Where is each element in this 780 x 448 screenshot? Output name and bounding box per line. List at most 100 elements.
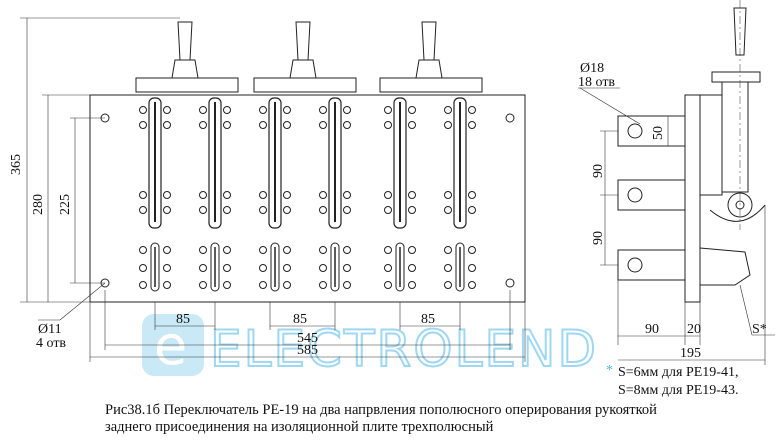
bar-hole-dia: Ø18 bbox=[580, 61, 604, 76]
terminal-bolt bbox=[223, 246, 231, 254]
bar-hole-count: 18 отв bbox=[578, 75, 615, 90]
terminal-bolt bbox=[199, 281, 207, 289]
terminal-bolt bbox=[139, 206, 147, 214]
terminal-bolt bbox=[163, 106, 171, 114]
side-dimensions bbox=[578, 87, 775, 365]
dim-hole-spacing-h: 545 bbox=[297, 331, 318, 346]
watermark-text: ELECTROLEND bbox=[210, 320, 598, 378]
terminal-bolt bbox=[259, 106, 267, 114]
terminal-bolt bbox=[139, 106, 147, 114]
dim-hole-spacing-v: 225 bbox=[58, 194, 73, 215]
terminal-bolt bbox=[139, 246, 147, 254]
terminal-bolt bbox=[283, 206, 291, 214]
terminal-bolt bbox=[343, 191, 351, 199]
terminal-bolt bbox=[259, 246, 267, 254]
terminal-bolt bbox=[444, 206, 452, 214]
watermark-logo: e ELECTROLEND bbox=[140, 312, 650, 387]
terminal-bolt bbox=[283, 264, 291, 272]
terminal-bolt bbox=[283, 106, 291, 114]
terminal-bolt bbox=[319, 106, 327, 114]
terminal-bolt bbox=[199, 264, 207, 272]
terminal-bolt bbox=[384, 281, 392, 289]
terminal-bolt bbox=[408, 191, 416, 199]
terminal-bolt bbox=[408, 264, 416, 272]
caption-line-1: Рис38.1б Переключатель РЕ-19 на два напр… bbox=[105, 402, 657, 418]
side-view: Ø18 18 отв 50 90 90 90 20 195 S* bbox=[578, 0, 775, 365]
contact-columns bbox=[139, 97, 476, 292]
terminal-bolt bbox=[319, 281, 327, 289]
terminal-bolt bbox=[223, 281, 231, 289]
dim-plate-thickness: 20 bbox=[687, 322, 701, 337]
hole-label-dia: Ø11 bbox=[38, 322, 62, 337]
terminal-bolt bbox=[223, 106, 231, 114]
terminal-bolt bbox=[343, 106, 351, 114]
terminal-bolt bbox=[319, 206, 327, 214]
dim-plate-height: 280 bbox=[31, 194, 46, 215]
terminal-bolt bbox=[199, 246, 207, 254]
terminal-bolt bbox=[163, 246, 171, 254]
terminal-bolt bbox=[223, 121, 231, 129]
terminal-bolt bbox=[444, 121, 452, 129]
mounting-holes bbox=[100, 113, 515, 288]
terminal-bolt bbox=[199, 191, 207, 199]
dim-bar-pitch-1: 90 bbox=[591, 164, 606, 178]
terminal-bolt bbox=[283, 281, 291, 289]
terminal-bolt bbox=[408, 121, 416, 129]
terminal-bolt bbox=[444, 246, 452, 254]
side-handle-mechanism bbox=[699, 0, 766, 230]
terminal-bolt bbox=[223, 264, 231, 272]
terminal-bolt bbox=[408, 281, 416, 289]
note-line-2: S=8мм для РЕ19-43. bbox=[618, 383, 739, 398]
busbars bbox=[617, 115, 751, 286]
handles bbox=[135, 21, 483, 93]
terminal-bolt bbox=[343, 121, 351, 129]
terminal-bolt bbox=[199, 206, 207, 214]
terminal-bolt bbox=[408, 206, 416, 214]
dim-plate-width: 585 bbox=[297, 343, 318, 358]
terminal-bolt bbox=[283, 121, 291, 129]
terminal-bolt bbox=[343, 246, 351, 254]
terminal-bolt bbox=[163, 281, 171, 289]
terminal-bolt bbox=[139, 281, 147, 289]
dim-bar-pitch-2: 90 bbox=[591, 231, 606, 245]
terminal-bolt bbox=[343, 264, 351, 272]
terminal-bolt bbox=[468, 106, 476, 114]
terminal-bolt bbox=[319, 191, 327, 199]
caption-line-2: заднего присоединения на изоляционной пл… bbox=[105, 419, 494, 435]
terminal-bolt bbox=[259, 121, 267, 129]
terminal-bolt bbox=[408, 106, 416, 114]
terminal-bolt bbox=[444, 191, 452, 199]
thickness-note: * S=6мм для РЕ19-41, S=8мм для РЕ19-43. bbox=[606, 363, 739, 400]
terminal-bolt bbox=[384, 246, 392, 254]
dim-pole-spacing-2: 85 bbox=[293, 312, 307, 327]
dim-bar-length: 90 bbox=[645, 322, 659, 337]
terminal-bolt bbox=[384, 206, 392, 214]
terminal-bolt bbox=[199, 106, 207, 114]
terminal-bolt bbox=[283, 191, 291, 199]
terminal-bolt bbox=[384, 191, 392, 199]
terminal-bolt bbox=[468, 264, 476, 272]
terminal-bolt bbox=[259, 191, 267, 199]
terminal-bolt bbox=[199, 121, 207, 129]
terminal-bolt bbox=[223, 191, 231, 199]
terminal-bolt bbox=[319, 121, 327, 129]
terminal-bolt bbox=[319, 264, 327, 272]
note-line-1: S=6мм для РЕ19-41, bbox=[618, 365, 739, 380]
dim-pole-spacing-1: 85 bbox=[176, 312, 190, 327]
terminal-bolt bbox=[343, 206, 351, 214]
dim-total-height: 365 bbox=[9, 154, 24, 175]
terminal-bolt bbox=[319, 246, 327, 254]
terminal-bolt bbox=[468, 121, 476, 129]
terminal-bolt bbox=[444, 264, 452, 272]
terminal-bolt bbox=[163, 121, 171, 129]
terminal-bolt bbox=[384, 264, 392, 272]
terminal-bolt bbox=[139, 121, 147, 129]
terminal-bolt bbox=[139, 264, 147, 272]
hole-label-count: 4 отв bbox=[36, 336, 66, 351]
terminal-bolt bbox=[283, 246, 291, 254]
dim-bar-width: 50 bbox=[651, 126, 666, 140]
terminal-bolt bbox=[468, 191, 476, 199]
svg-text:e: e bbox=[154, 314, 187, 377]
terminal-bolt bbox=[163, 206, 171, 214]
terminal-bolt bbox=[139, 191, 147, 199]
